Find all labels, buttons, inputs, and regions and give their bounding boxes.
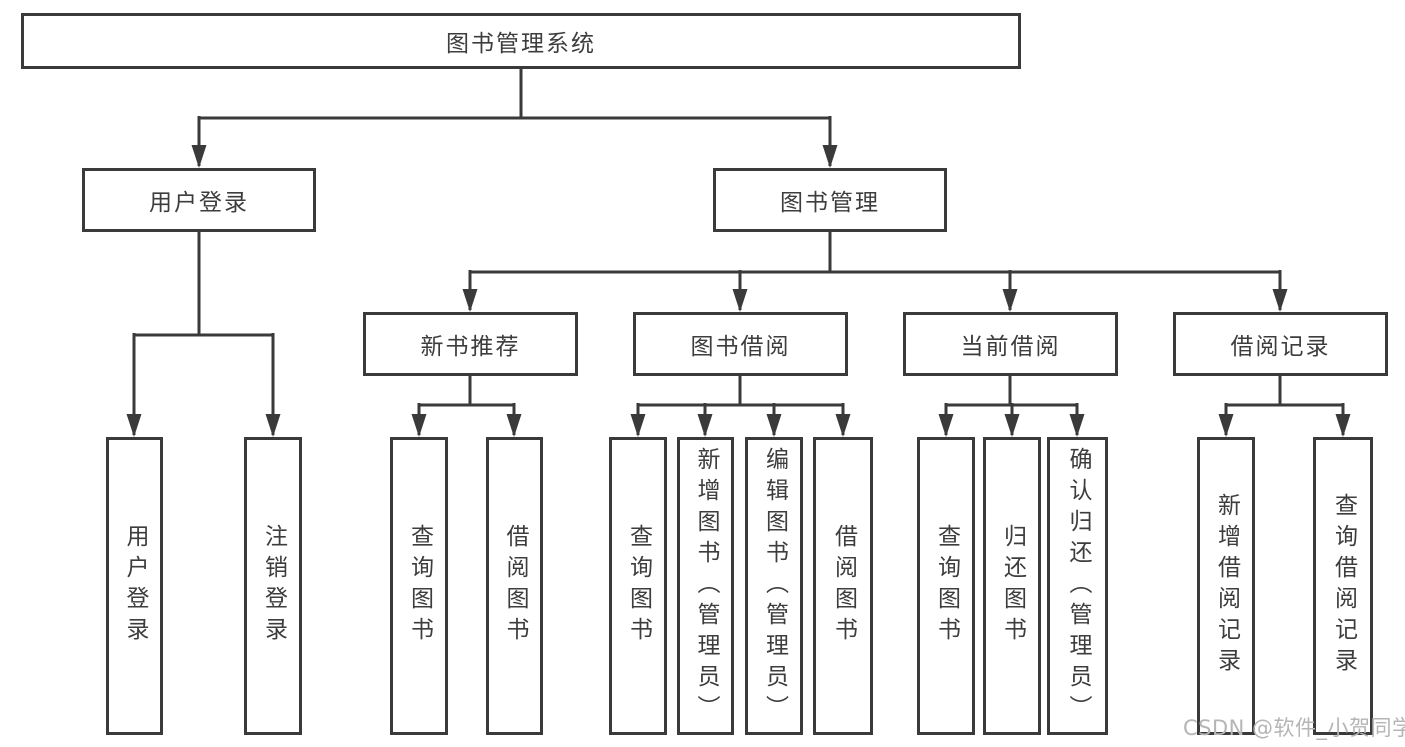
leaf-label: 借阅图书 <box>502 524 528 648</box>
node-label: 借阅记录 <box>1230 334 1331 360</box>
node-label: 图书借阅 <box>690 334 791 360</box>
node-root-library-system: 图书管理系统 <box>21 13 1021 69</box>
leaf-label: 新增借阅记录 <box>1213 493 1240 679</box>
leaf-label: 查询借阅记录 <box>1330 493 1357 679</box>
leaf-label: 确认归还（管理员） <box>1065 446 1091 726</box>
leaf-borrow-query-books: 查询图书 <box>609 437 667 735</box>
leaf-label: 用户登录 <box>122 524 148 648</box>
leaf-recommend-query-books: 查询图书 <box>390 437 448 735</box>
leaf-return-books: 归还图书 <box>983 437 1041 735</box>
leaf-current-query-books: 查询图书 <box>917 437 975 735</box>
node-current-borrow: 当前借阅 <box>903 312 1118 376</box>
node-new-book-recommend: 新书推荐 <box>363 312 578 376</box>
node-label: 用户登录 <box>149 190 249 216</box>
node-label: 当前借阅 <box>960 334 1061 360</box>
leaf-label: 查询图书 <box>625 524 652 648</box>
leaf-label: 借阅图书 <box>830 524 857 648</box>
leaf-recommend-borrow-books: 借阅图书 <box>486 437 543 735</box>
leaf-label: 查询图书 <box>933 524 960 648</box>
leaf-label: 新增图书（管理员） <box>693 446 719 726</box>
node-borrow-records: 借阅记录 <box>1173 312 1388 376</box>
leaf-edit-books-admin: 编辑图书（管理员） <box>745 437 803 735</box>
node-label: 图书管理 <box>780 190 880 216</box>
leaf-user-login: 用户登录 <box>106 437 163 735</box>
leaf-label: 归还图书 <box>999 524 1026 648</box>
leaf-label: 注销登录 <box>260 524 287 648</box>
node-label: 图书管理系统 <box>446 31 596 57</box>
leaf-borrow-books: 借阅图书 <box>813 437 873 735</box>
leaf-add-books-admin: 新增图书（管理员） <box>677 437 734 735</box>
leaf-confirm-return-admin: 确认归还（管理员） <box>1047 437 1108 735</box>
node-book-management: 图书管理 <box>713 168 947 232</box>
leaf-add-borrow-record: 新增借阅记录 <box>1197 437 1255 735</box>
node-label: 新书推荐 <box>420 334 521 360</box>
node-book-borrow: 图书借阅 <box>633 312 848 376</box>
leaf-query-borrow-record: 查询借阅记录 <box>1313 437 1373 735</box>
leaf-label: 查询图书 <box>406 524 433 648</box>
node-user-login: 用户登录 <box>82 168 316 232</box>
leaf-logout: 注销登录 <box>244 437 302 735</box>
leaf-label: 编辑图书（管理员） <box>761 446 788 726</box>
csdn-watermark: CSDN @软件_小贺同学 <box>1183 716 1405 740</box>
